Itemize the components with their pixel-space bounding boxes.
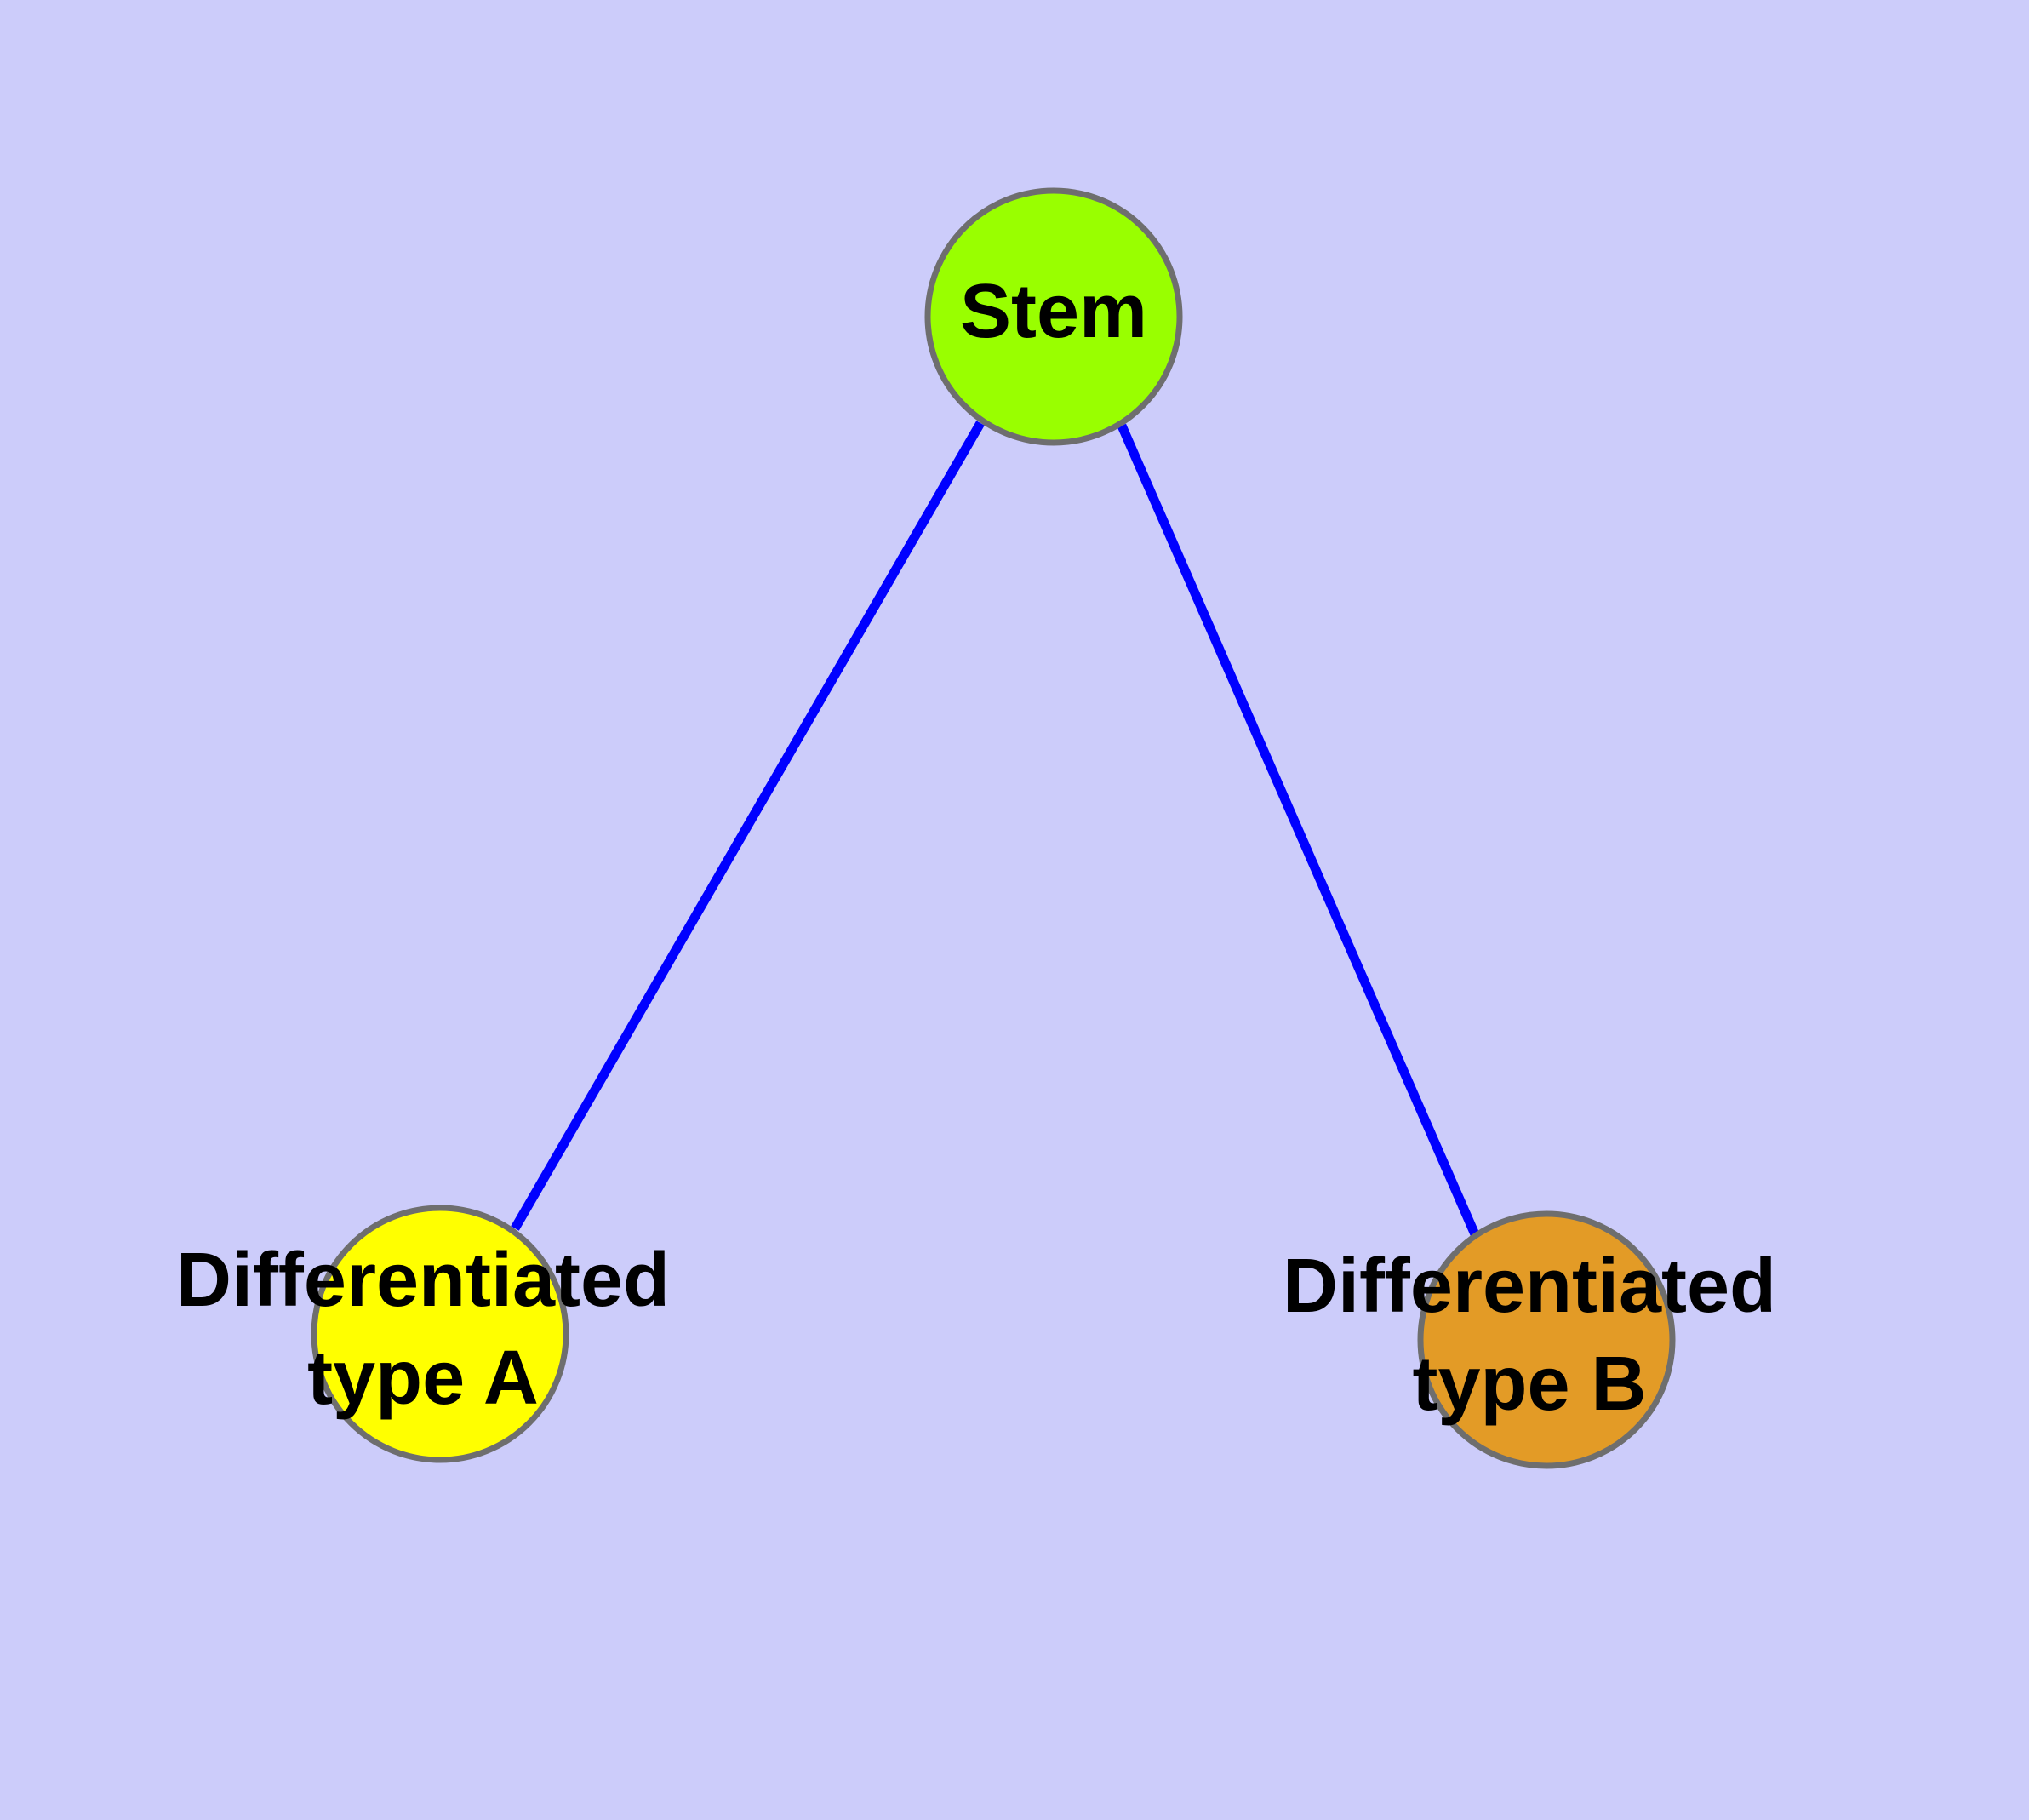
node-differentiated-type-a[interactable] (311, 1205, 569, 1463)
node-differentiated-type-b[interactable] (1417, 1210, 1676, 1469)
node-label-differentiated-type-a-line2: type A (307, 1336, 539, 1421)
node-stem[interactable] (924, 187, 1183, 446)
edge-stem-to-differentiated-type-a[interactable] (511, 421, 985, 1231)
node-label-differentiated-type-b-line1: Differentiated (1283, 1244, 1776, 1329)
node-label-differentiated-type-a-line1: Differentiated (176, 1238, 670, 1323)
node-label-differentiated-type-b-line2: type B (1412, 1342, 1646, 1427)
edge-stem-to-differentiated-type-b[interactable] (1117, 423, 1480, 1237)
node-label-stem: Stem (960, 269, 1147, 354)
